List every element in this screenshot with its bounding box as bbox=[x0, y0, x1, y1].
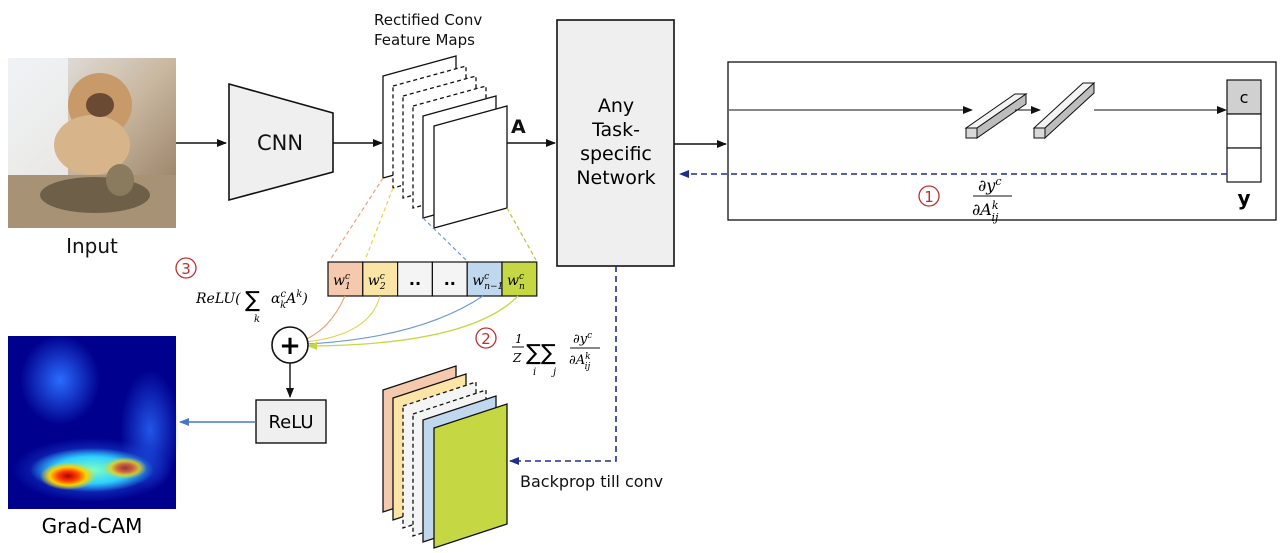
relu-label: ReLU bbox=[268, 412, 313, 433]
svg-text:∑: ∑ bbox=[245, 288, 260, 313]
relu-block bbox=[255, 399, 327, 444]
input-image bbox=[8, 58, 176, 228]
feature-map bbox=[433, 105, 508, 229]
backprop-arrow bbox=[509, 266, 617, 465]
svg-text:..: .. bbox=[409, 270, 421, 289]
step3-marker: 3 bbox=[175, 257, 197, 279]
gradient-map-stack bbox=[382, 365, 508, 549]
svg-text:wcn−1: wcn−1 bbox=[472, 272, 503, 292]
svg-text:wc2: wc2 bbox=[368, 272, 386, 292]
task-network-line4: Network bbox=[576, 167, 655, 189]
svg-text:Z: Z bbox=[512, 351, 522, 365]
backprop-label: Backprop till conv bbox=[520, 472, 663, 491]
gradcam-label: Grad-CAM bbox=[42, 514, 143, 538]
fc-layer-2 bbox=[1032, 81, 1096, 140]
svg-text:1: 1 bbox=[924, 188, 934, 206]
svg-text:∂yc: ∂yc bbox=[978, 175, 1001, 195]
output-cell bbox=[1226, 147, 1262, 183]
step1-marker: 1 bbox=[918, 185, 940, 207]
svg-text:2: 2 bbox=[481, 330, 491, 348]
svg-text:∂yc: ∂yc bbox=[573, 331, 592, 347]
task-network-block bbox=[556, 19, 675, 267]
svg-text:ReLU(: ReLU( bbox=[195, 291, 241, 307]
cnn-block bbox=[228, 82, 334, 202]
svg-text:∑∑: ∑∑ bbox=[526, 341, 556, 366]
output-y-label: y bbox=[1237, 186, 1250, 210]
step2-marker: 2 bbox=[475, 327, 497, 349]
fc-layer-1 bbox=[964, 93, 1028, 139]
output-cell bbox=[1226, 113, 1262, 149]
svg-text:j: j bbox=[551, 367, 556, 378]
weight-cell: .. bbox=[431, 261, 468, 297]
input-label: Input bbox=[66, 234, 118, 258]
svg-text:..: .. bbox=[444, 270, 456, 289]
task-network-line3: specific bbox=[580, 143, 652, 165]
cnn-label: CNN bbox=[257, 131, 303, 155]
gradient-map bbox=[433, 403, 508, 549]
output-box bbox=[727, 61, 1277, 221]
svg-text:wcn: wcn bbox=[507, 272, 525, 292]
svg-text:wc1: wc1 bbox=[333, 272, 351, 292]
svg-text:k: k bbox=[254, 314, 260, 325]
sum-node-symbol: + bbox=[279, 331, 301, 361]
gradcam-heatmap bbox=[8, 335, 180, 509]
task-network-line1: Any bbox=[598, 95, 634, 117]
projection-lines bbox=[329, 177, 537, 261]
feature-map-stack bbox=[382, 55, 508, 229]
svg-text:i: i bbox=[533, 367, 536, 378]
task-network-line2: Task- bbox=[591, 119, 640, 141]
rectified-label-line1: Rectified Conv bbox=[374, 11, 482, 29]
svg-text:3: 3 bbox=[181, 260, 191, 278]
rectified-label-line2: Feature Maps bbox=[374, 31, 475, 49]
class-cell-label: c bbox=[1240, 88, 1249, 107]
svg-text:1: 1 bbox=[515, 332, 523, 346]
weight-cell: .. bbox=[397, 261, 434, 297]
feature-map-A-label: A bbox=[511, 116, 526, 138]
